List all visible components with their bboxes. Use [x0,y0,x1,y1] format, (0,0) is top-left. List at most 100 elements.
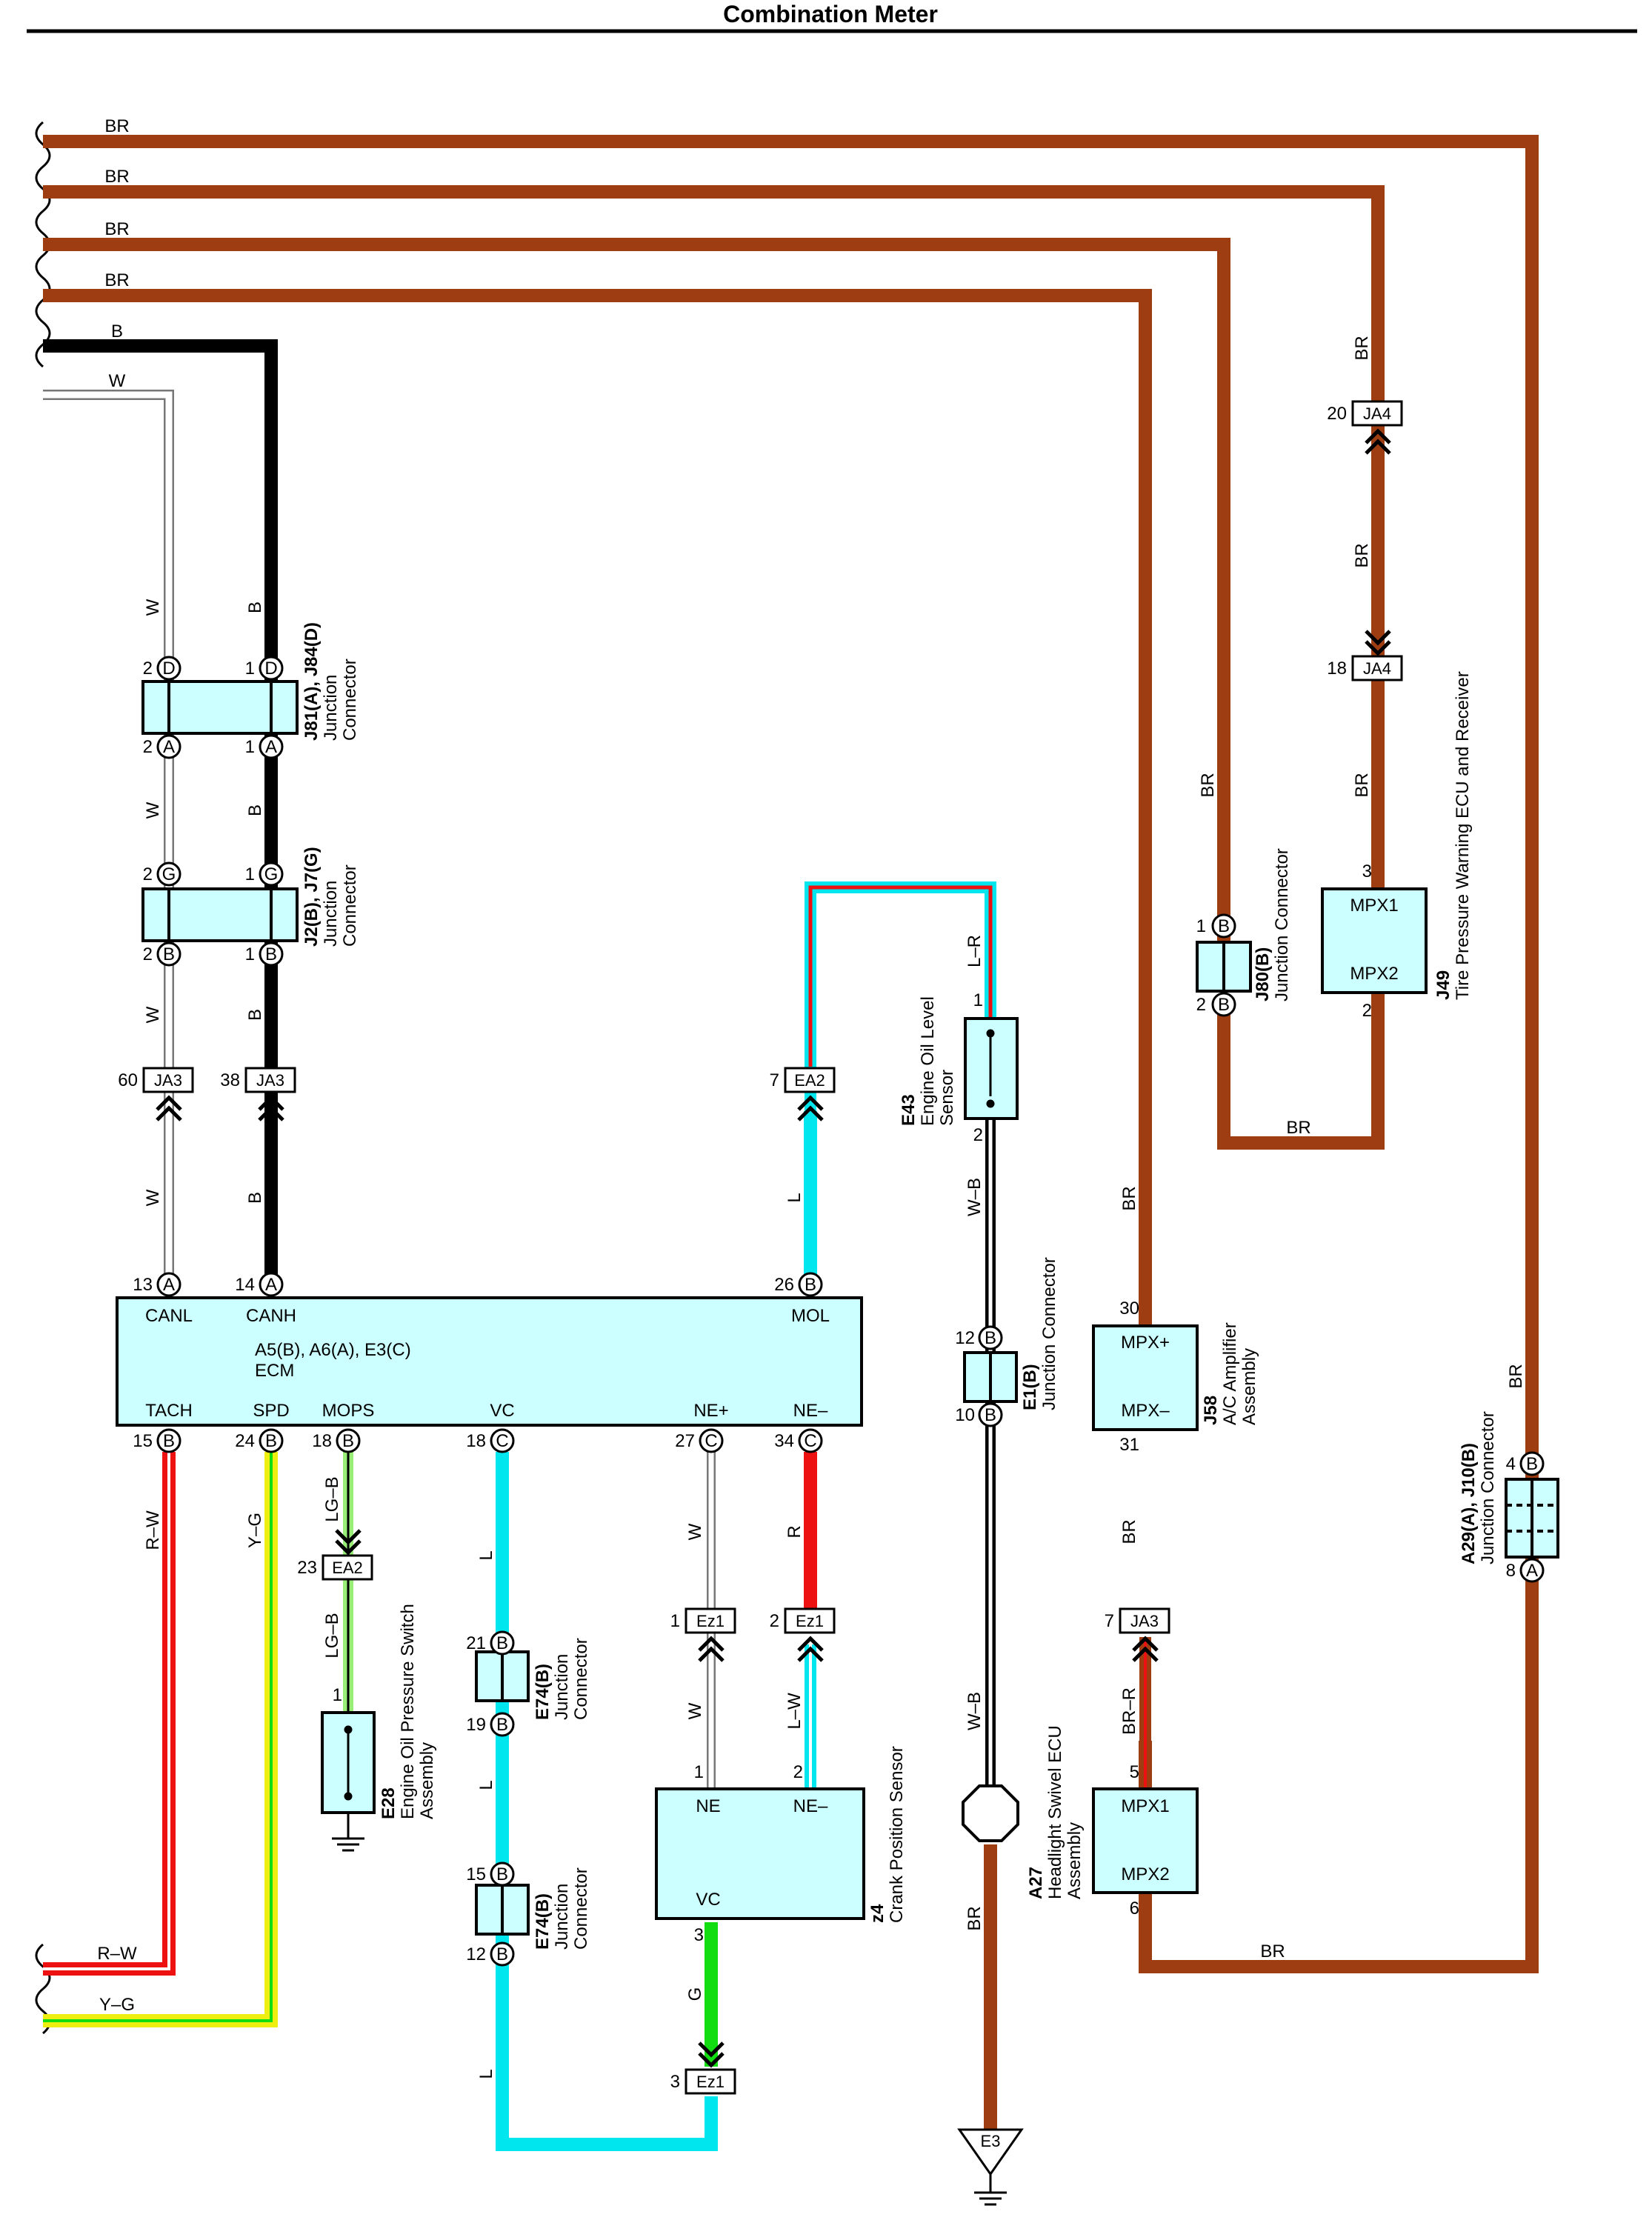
svg-text:B: B [245,1009,265,1021]
svg-text:B: B [111,321,123,341]
svg-text:Assembly: Assembly [1065,1822,1085,1899]
svg-text:A/C Amplifier: A/C Amplifier [1220,1322,1240,1425]
svg-text:MPX2: MPX2 [1121,1864,1169,1884]
ground-symbols [332,1813,1024,2206]
svg-text:2: 2 [143,659,153,679]
svg-text:Junction: Junction [321,675,341,741]
svg-text:BR: BR [1352,773,1372,797]
ecm-name: A5(B), A6(A), E3(C) [255,1340,411,1360]
b-wire [43,339,278,1281]
svg-text:60: 60 [118,1070,138,1090]
svg-text:B: B [805,1275,816,1295]
component-labels: J81(A), J84(D) Junction Connector J2(B),… [302,622,1498,1950]
z4-sensor-box [655,1787,865,1920]
svg-text:W: W [109,371,126,391]
svg-text:B: B [496,1864,508,1884]
svg-text:15: 15 [133,1431,153,1451]
svg-text:Ez1: Ez1 [696,2073,725,2091]
svg-text:24: 24 [235,1431,255,1451]
svg-text:MPX+: MPX+ [1121,1333,1170,1353]
svg-text:A: A [265,737,277,757]
svg-text:BR: BR [1286,1118,1310,1138]
svg-text:1: 1 [333,1685,342,1705]
svg-text:18: 18 [312,1431,332,1451]
svg-text:B: B [245,804,265,816]
svg-text:G: G [162,864,176,884]
svg-text:Ez1: Ez1 [796,1612,824,1630]
svg-text:MPX1: MPX1 [1121,1796,1169,1816]
ecm-pin-tach: TACH [145,1401,193,1421]
svg-text:1: 1 [1196,916,1206,936]
svg-text:A: A [265,1275,277,1295]
svg-text:4: 4 [1506,1454,1516,1474]
svg-text:E3: E3 [981,2132,1001,2150]
svg-text:12: 12 [955,1328,975,1348]
svg-text:8: 8 [1506,1561,1516,1581]
svg-text:E28: E28 [379,1787,399,1819]
svg-text:BR: BR [1119,1186,1139,1210]
svg-text:L: L [476,1780,496,1790]
e3-ground-triangle [957,2128,1024,2176]
svg-text:B: B [163,1431,175,1451]
svg-text:6: 6 [1130,1899,1139,1919]
j58-label: J58 A/C Amplifier Assembly [1201,1322,1259,1425]
svg-text:MPX–: MPX– [1121,1401,1170,1421]
yg-wire [43,1452,278,2027]
svg-text:Crank Position Sensor: Crank Position Sensor [887,1746,907,1923]
svg-text:JA3: JA3 [256,1071,284,1090]
ecm-pin-spd: SPD [253,1401,289,1421]
svg-text:JA3: JA3 [154,1071,182,1090]
svg-text:E43: E43 [899,1094,919,1126]
ecm-pin-mol: MOL [791,1306,830,1326]
svg-text:2: 2 [793,1762,803,1782]
svg-text:A: A [163,1275,175,1295]
svg-text:J2(B), J7(G): J2(B), J7(G) [302,847,322,947]
svg-text:NE: NE [696,1796,720,1816]
svg-text:C: C [705,1431,717,1451]
a27-label: A27 Headlight Swivel ECU Assembly [1026,1725,1085,1899]
svg-text:3: 3 [1362,861,1372,881]
svg-text:BR: BR [965,1906,985,1930]
svg-text:R–W: R–W [143,1510,163,1550]
svg-text:2: 2 [143,737,153,757]
svg-text:A27: A27 [1026,1867,1046,1899]
ecm-box [116,1296,863,1427]
svg-text:15: 15 [466,1864,486,1884]
j81-label: J81(A), J84(D) Junction Connector [302,622,360,741]
svg-text:JA3: JA3 [1130,1612,1159,1630]
svg-text:10: 10 [955,1405,975,1425]
svg-text:MPX2: MPX2 [1350,964,1398,984]
ecm-pin-vc: VC [490,1401,514,1421]
e74-lower-label: E74(B) Junction Connector [533,1867,591,1950]
svg-text:Tire Pressure Warning ECU and: Tire Pressure Warning ECU and Receiver [1453,671,1473,1000]
svg-text:1: 1 [973,990,983,1010]
svg-text:E74(B): E74(B) [533,1664,553,1720]
svg-text:Junction Connector: Junction Connector [1272,848,1292,1001]
octagon-connector [962,1784,1019,1842]
svg-text:EA2: EA2 [794,1071,825,1090]
svg-text:B: B [496,1715,508,1735]
svg-text:BR: BR [104,270,129,290]
ecm-sub: ECM [255,1361,294,1381]
j49-ecu-box [1321,887,1428,994]
svg-text:26: 26 [774,1275,794,1295]
svg-text:W–B: W–B [965,1178,985,1216]
svg-text:D: D [162,659,175,679]
svg-text:23: 23 [297,1558,317,1578]
svg-text:C: C [496,1431,508,1451]
svg-text:19: 19 [466,1715,486,1735]
svg-text:3: 3 [670,2072,680,2092]
connector-labels: JA3 JA3 EA2 JA4 JA4 EA2 Ez1 Ez1 JA3 Ez1 … [154,404,1391,2150]
svg-text:L–W: L–W [785,1693,805,1730]
svg-text:J80(B): J80(B) [1253,947,1273,1001]
svg-text:Connector: Connector [571,1867,591,1950]
svg-text:Junction Connector: Junction Connector [1478,1411,1498,1564]
wire-labels-horizontal: BR BR BR BR B W BR BR R–W Y–G [97,116,1310,2015]
svg-text:W: W [143,1006,163,1023]
svg-text:BR: BR [1198,773,1218,797]
pin-circles [156,656,1545,1967]
br-wire-3 [43,238,1230,956]
svg-text:C: C [804,1431,816,1451]
diagram-title: Combination Meter [723,1,938,27]
